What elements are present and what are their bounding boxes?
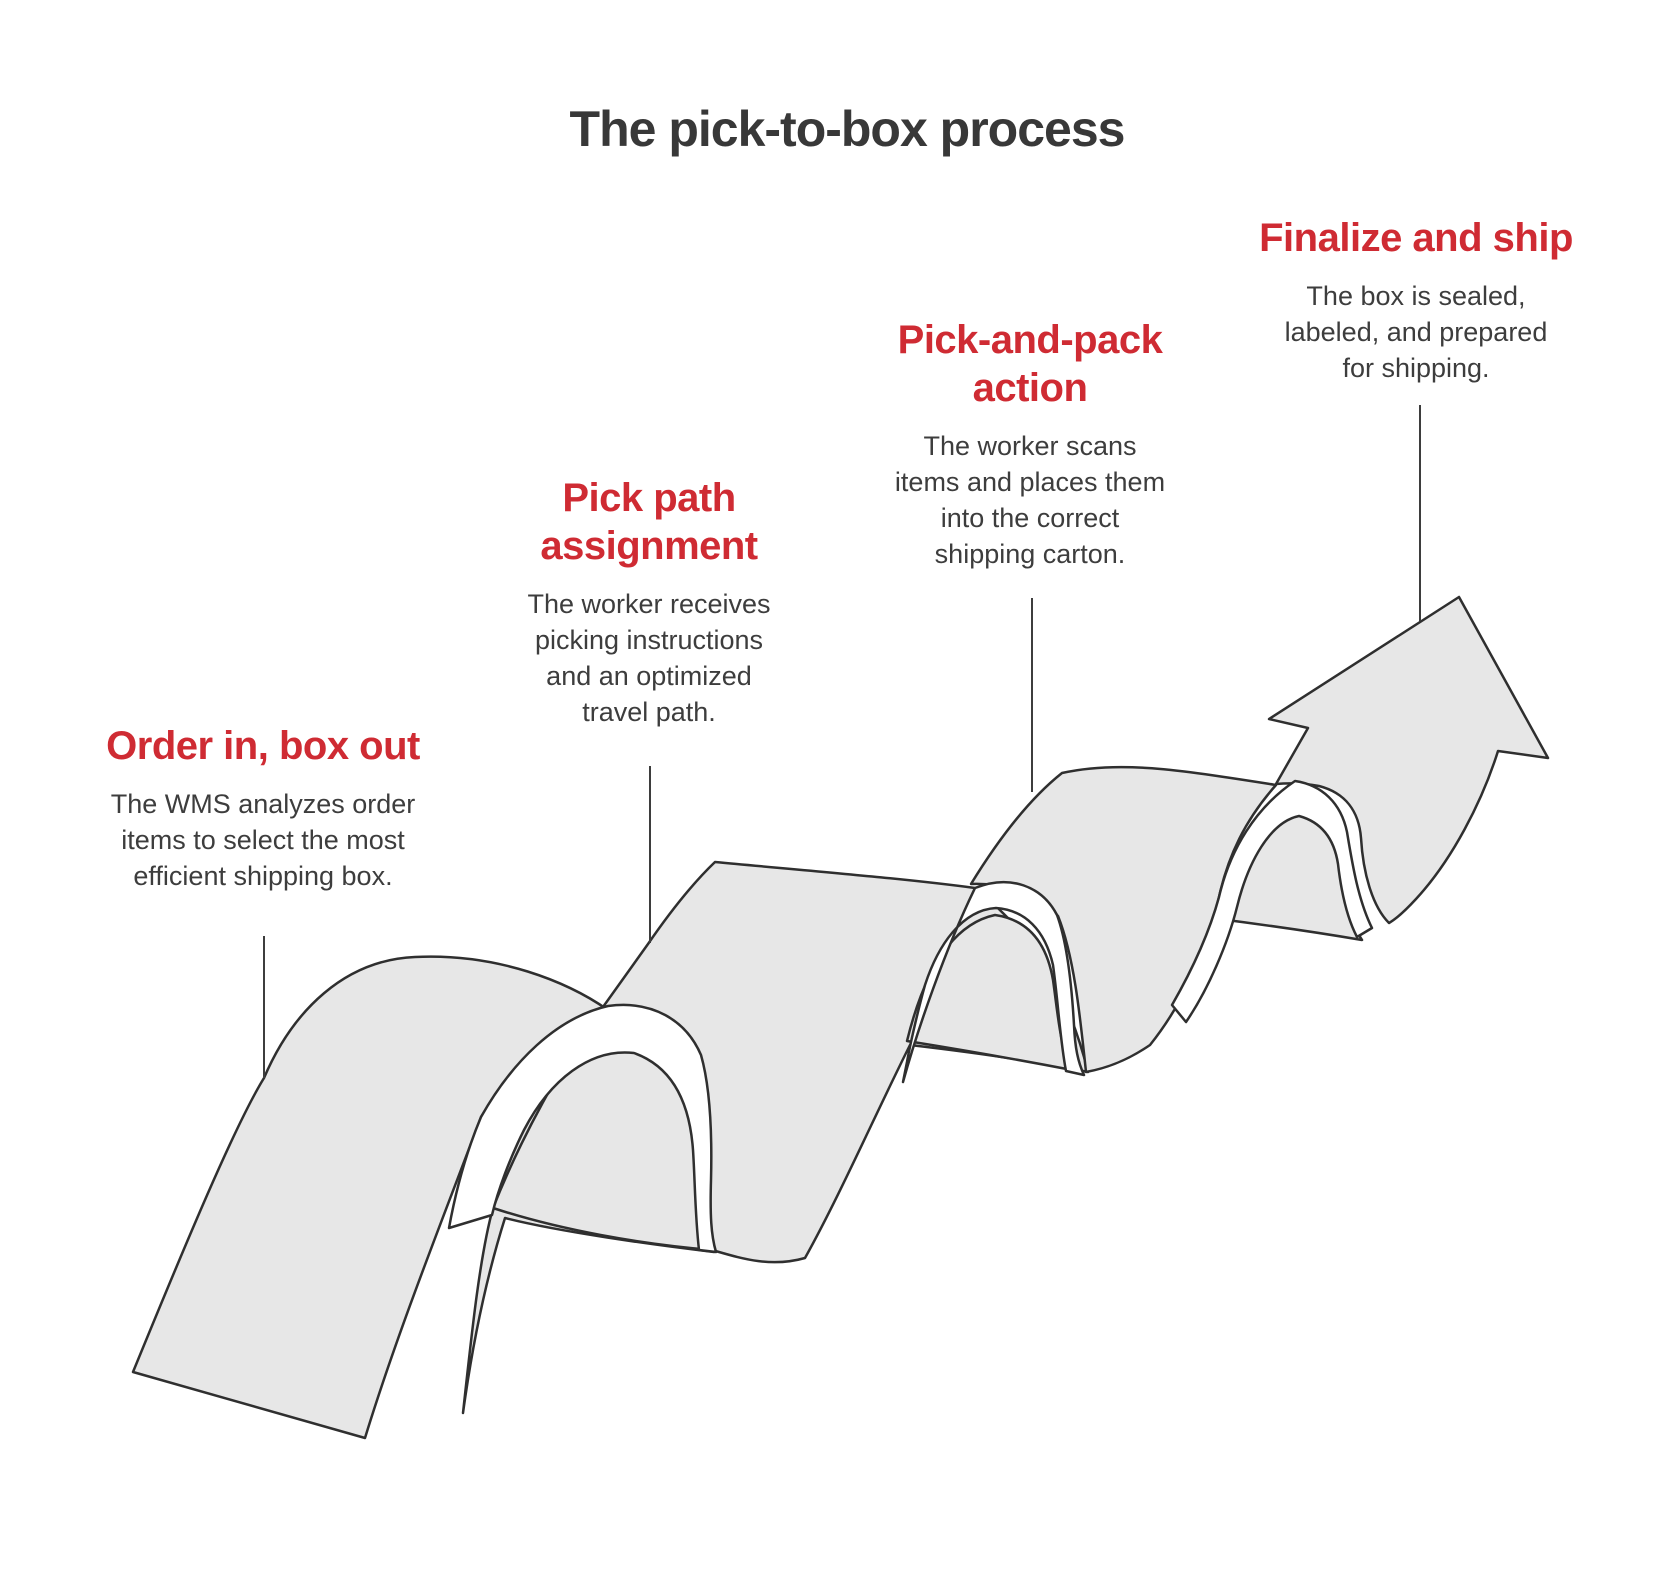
- stage4-desc-line: labeled, and prepared: [1284, 317, 1548, 347]
- stage-finalize-and-ship: Finalize and ship The box is sealed, lab…: [1259, 214, 1573, 386]
- stage1-desc-line: efficient shipping box.: [133, 861, 393, 891]
- stage4-desc-line: for shipping.: [1342, 353, 1490, 383]
- stage4-heading: Finalize and ship: [1259, 214, 1573, 262]
- stage2-desc-line: and an optimized: [546, 661, 752, 691]
- stage3-heading-line: action: [972, 366, 1088, 410]
- stage4-heading-line: Finalize and ship: [1259, 216, 1573, 260]
- stage3-heading-line: Pick-and-pack: [897, 318, 1163, 362]
- stage2-heading-line: Pick path: [562, 476, 736, 520]
- stage2-heading: Pick path assignment: [527, 474, 770, 570]
- stage2-desc-line: travel path.: [582, 697, 716, 727]
- stage3-description: The worker scans items and places them i…: [895, 428, 1165, 572]
- page-title: The pick-to-box process: [569, 101, 1126, 157]
- stage2-desc-line: picking instructions: [534, 625, 764, 655]
- stage3-desc-line: items and places them: [894, 467, 1166, 497]
- stage1-desc-line: items to select the most: [121, 825, 405, 855]
- stage2-desc-line: The worker receives: [527, 589, 771, 619]
- ribbon-face-1: [131, 955, 610, 1440]
- stage3-desc-line: The worker scans: [923, 431, 1137, 461]
- stage1-heading: Order in, box out: [106, 722, 420, 770]
- stage-pick-path-assignment: Pick path assignment The worker receives…: [527, 474, 770, 730]
- arrow-head: [1267, 595, 1550, 925]
- stage-pick-and-pack-action: Pick-and-pack action The worker scans it…: [895, 316, 1165, 572]
- stage1-desc-line: The WMS analyzes order: [110, 789, 416, 819]
- stage3-desc-line: shipping carton.: [934, 539, 1126, 569]
- stage4-desc-line: The box is sealed,: [1306, 281, 1526, 311]
- stage1-heading-line: Order in, box out: [106, 724, 420, 768]
- ribbon-fold1-curl: [447, 1003, 718, 1254]
- stage2-heading-line: assignment: [540, 524, 758, 568]
- stage-order-in-box-out: Order in, box out The WMS analyzes order…: [106, 722, 420, 894]
- stage4-description: The box is sealed, labeled, and prepared…: [1259, 278, 1573, 386]
- stage3-heading: Pick-and-pack action: [895, 316, 1165, 412]
- ribbon-fold2-curl: [901, 880, 1086, 1084]
- stage2-description: The worker receives picking instructions…: [527, 586, 770, 730]
- stage3-desc-line: into the correct: [940, 503, 1120, 533]
- stage1-description: The WMS analyzes order items to select t…: [106, 786, 420, 894]
- ribbon-fold3-curl: [1170, 779, 1374, 1024]
